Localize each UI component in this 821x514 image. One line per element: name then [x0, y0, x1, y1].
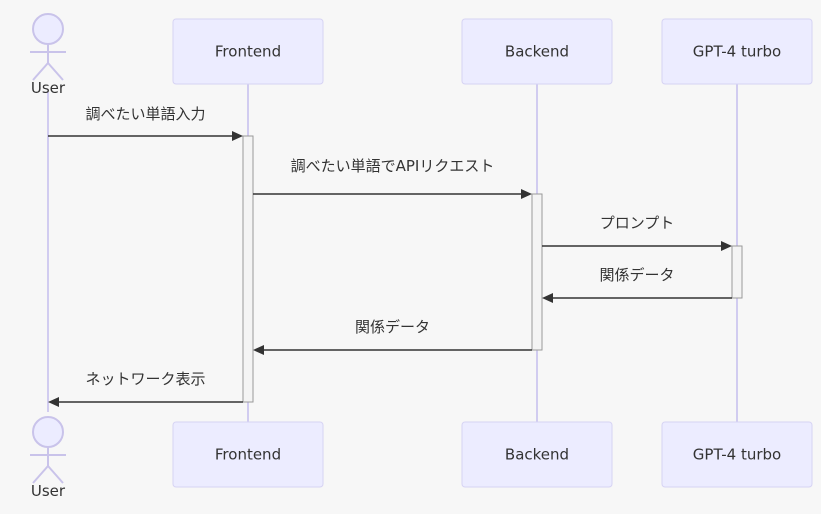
participant-box-backend-bottom	[461, 421, 613, 488]
arrowhead-icon	[232, 131, 243, 141]
participant-box-backend-top	[461, 18, 613, 85]
actor-label-bottom: User	[31, 482, 66, 500]
participant-backend-top: Backend	[461, 18, 613, 85]
arrowhead-icon	[48, 397, 59, 407]
message-label: 関係データ	[355, 318, 430, 336]
message-label: 関係データ	[599, 266, 674, 284]
participant-label-frontend-bottom: Frontend	[215, 446, 281, 464]
participant-label-frontend-top: Frontend	[215, 43, 281, 61]
actor-label-top: User	[31, 79, 66, 97]
actor-stick-figure-icon-top	[30, 13, 66, 81]
message-label: 調べたい単語でAPIリクエスト	[291, 157, 495, 175]
arrowhead-icon	[721, 241, 732, 251]
participant-gpt-top: GPT-4 turbo	[661, 18, 813, 85]
arrowhead-icon	[521, 189, 532, 199]
message-2: 調べたい単語でAPIリクエスト	[253, 157, 532, 199]
participant-gpt-bottom: GPT-4 turbo	[661, 421, 813, 488]
participant-box-gpt-top	[661, 18, 813, 85]
participant-frontend-bottom: Frontend	[172, 421, 324, 488]
participant-label-gpt-top: GPT-4 turbo	[693, 43, 781, 61]
message-4: 関係データ	[542, 266, 732, 303]
participant-backend-bottom: Backend	[461, 421, 613, 488]
actor-stick-figure-icon-bottom	[30, 416, 66, 484]
activation-bar-gpt	[731, 245, 743, 299]
message-1: 調べたい単語入力	[48, 105, 243, 141]
participant-label-backend-top: Backend	[505, 43, 569, 61]
activation-bar-frontend	[242, 135, 254, 403]
participant-label-gpt-bottom: GPT-4 turbo	[693, 446, 781, 464]
message-3: プロンプト	[542, 214, 732, 251]
participant-box-frontend-top	[172, 18, 324, 85]
message-label: 調べたい単語入力	[85, 105, 205, 123]
arrowhead-icon	[253, 345, 264, 355]
message-6: ネットワーク表示	[48, 370, 243, 407]
arrowhead-icon	[542, 293, 553, 303]
participant-frontend-top: Frontend	[172, 18, 324, 85]
participant-label-backend-bottom: Backend	[505, 446, 569, 464]
message-label: プロンプト	[600, 214, 675, 232]
participant-box-frontend-bottom	[172, 421, 324, 488]
message-5: 関係データ	[253, 318, 532, 355]
message-label: ネットワーク表示	[85, 370, 205, 388]
participant-box-gpt-bottom	[661, 421, 813, 488]
activation-bar-backend	[531, 193, 543, 351]
